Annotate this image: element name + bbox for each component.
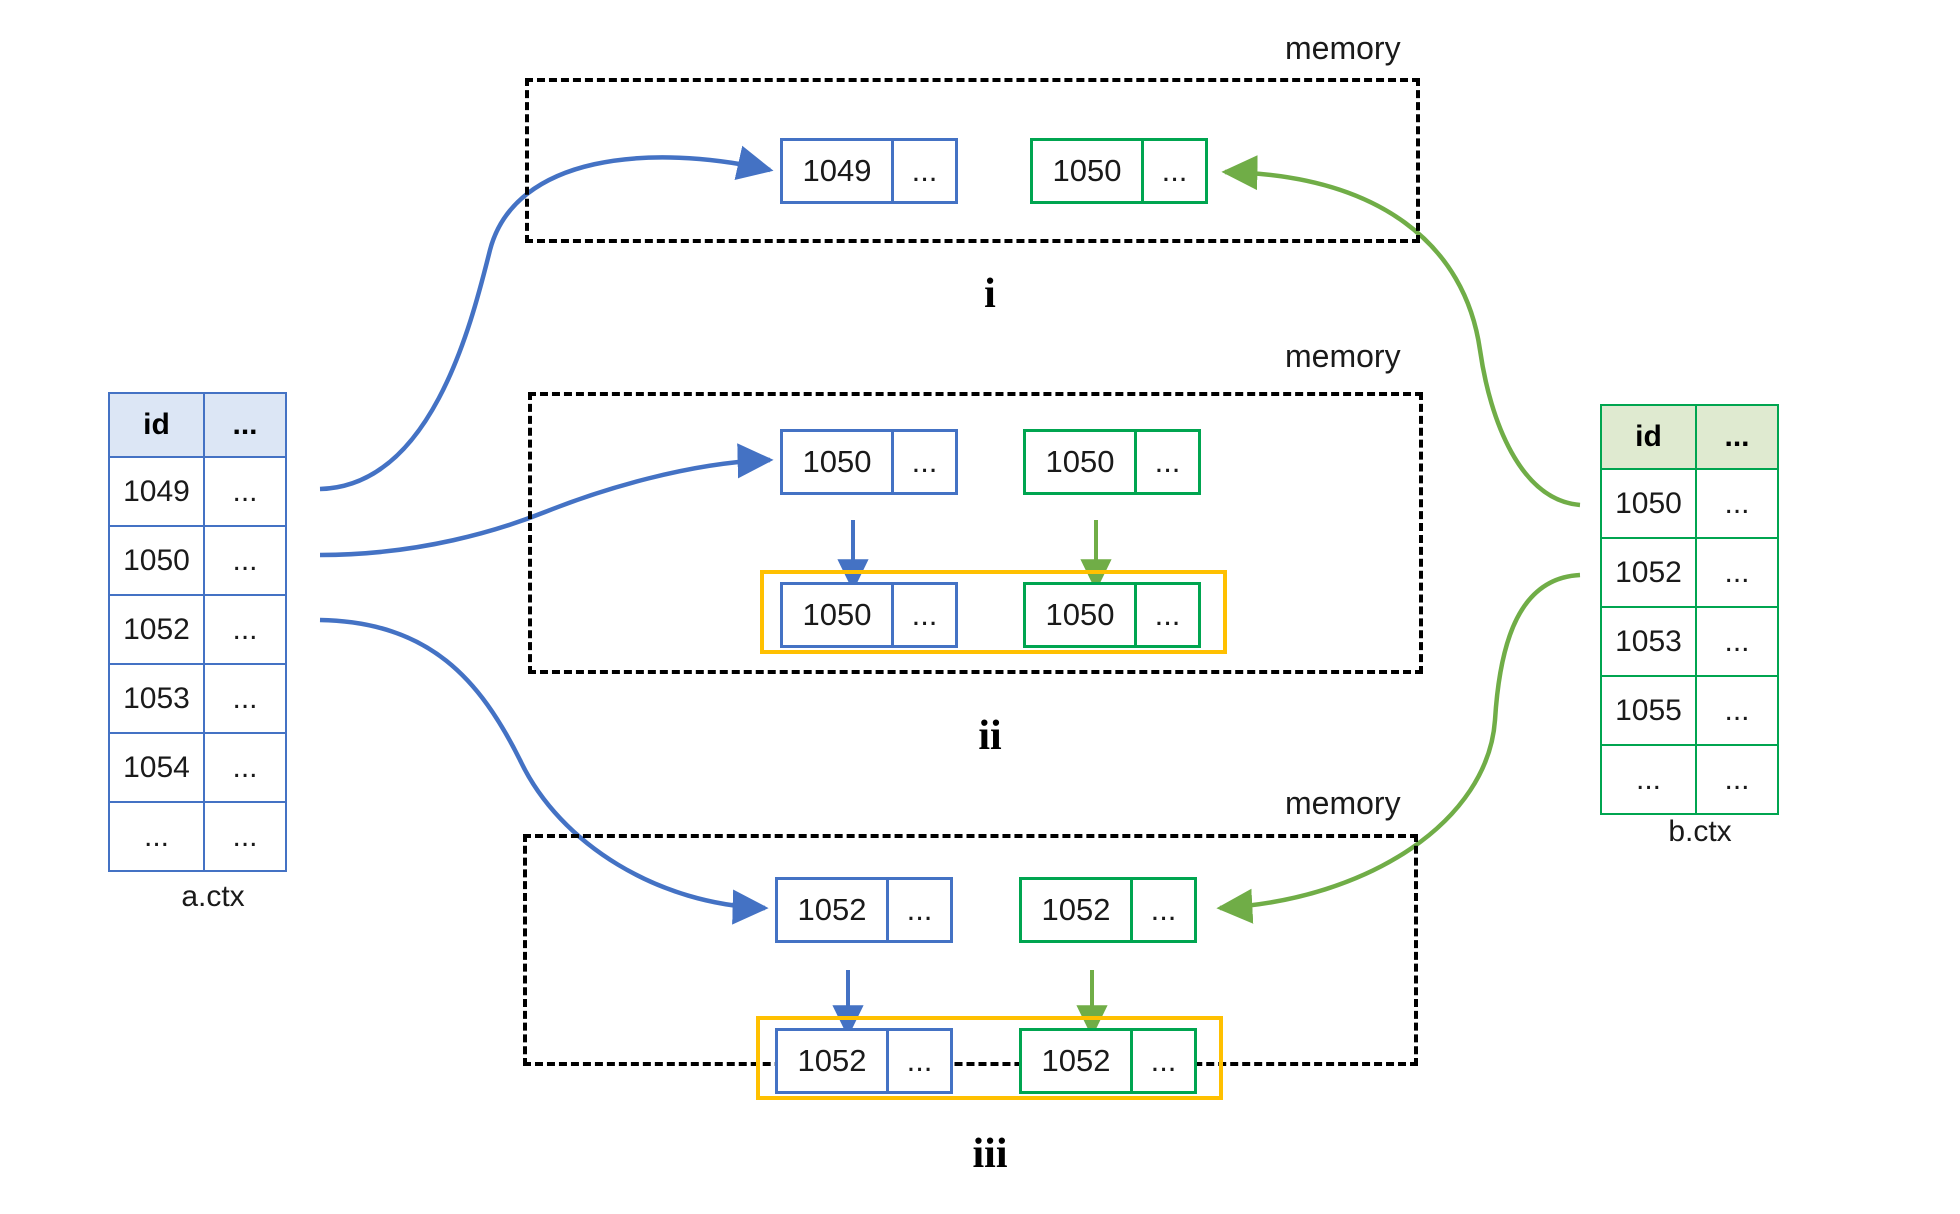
record-id: 1050 <box>1052 153 1122 188</box>
memory-panel-iii <box>523 834 1418 1066</box>
record-id: 1050 <box>1045 444 1115 479</box>
table-a-cell-dots: ... <box>203 663 287 734</box>
table-a-cell-id: ... <box>108 801 205 872</box>
table-row: 1052 ... <box>108 594 287 665</box>
table-a-header-row: id ... <box>108 392 287 458</box>
table-b-cell-id: 1052 <box>1600 537 1697 608</box>
table-b-cell-dots: ... <box>1695 606 1779 677</box>
record-panel-iii-blue-top[interactable]: 1052 ... <box>775 877 953 943</box>
table-b-header-row: id ... <box>1600 404 1779 470</box>
table-b-ctx: id ... 1050 ... 1052 ... 1053 ... 1055 .… <box>1600 404 1779 815</box>
table-b-cell-dots: ... <box>1695 537 1779 608</box>
record-dots: ... <box>1141 141 1205 201</box>
table-a-cell-id: 1049 <box>108 456 205 527</box>
record-panel-iii-green-grouped[interactable]: 1052 ... <box>1019 1028 1197 1094</box>
table-b-cell-id: 1053 <box>1600 606 1697 677</box>
panel-numeral-i: i <box>984 271 996 317</box>
table-row: 1053 ... <box>108 663 287 734</box>
table-row: ... ... <box>108 801 287 872</box>
record-dots: ... <box>886 1031 950 1091</box>
memory-label-panel-ii: memory <box>1285 338 1401 374</box>
record-id: 1052 <box>797 892 867 927</box>
record-id: 1052 <box>1041 1043 1111 1078</box>
table-a-header-id: id <box>108 392 205 458</box>
table-a-cell-dots: ... <box>203 732 287 803</box>
table-row: 1055 ... <box>1600 675 1779 746</box>
record-panel-ii-green-top[interactable]: 1050 ... <box>1023 429 1201 495</box>
record-panel-ii-blue-top[interactable]: 1050 ... <box>780 429 958 495</box>
record-id: 1050 <box>802 444 872 479</box>
table-a-cell-dots: ... <box>203 801 287 872</box>
table-a-cell-dots: ... <box>203 594 287 665</box>
record-panel-i-blue[interactable]: 1049 ... <box>780 138 958 204</box>
record-dots: ... <box>891 141 955 201</box>
memory-label-panel-i: memory <box>1285 30 1401 66</box>
table-row: 1050 ... <box>108 525 287 596</box>
table-a-cell-id: 1052 <box>108 594 205 665</box>
table-row: 1054 ... <box>108 732 287 803</box>
table-b-cell-dots: ... <box>1695 675 1779 746</box>
record-panel-iii-blue-grouped[interactable]: 1052 ... <box>775 1028 953 1094</box>
memory-label-panel-iii: memory <box>1285 785 1401 821</box>
panel-numeral-iii: iii <box>972 1131 1008 1177</box>
table-a-cell-id: 1050 <box>108 525 205 596</box>
record-id: 1049 <box>802 153 872 188</box>
group-box-panel-ii <box>760 570 1227 654</box>
record-panel-ii-blue-grouped[interactable]: 1050 ... <box>780 582 958 648</box>
record-panel-iii-green-top[interactable]: 1052 ... <box>1019 877 1197 943</box>
caption-b-ctx: b.ctx <box>1668 815 1732 848</box>
caption-a-ctx: a.ctx <box>181 880 245 913</box>
record-panel-i-green[interactable]: 1050 ... <box>1030 138 1208 204</box>
table-a-cell-dots: ... <box>203 525 287 596</box>
table-b-cell-dots: ... <box>1695 468 1779 539</box>
table-b-cell-id: ... <box>1600 744 1697 815</box>
record-dots: ... <box>1134 585 1198 645</box>
table-row: 1049 ... <box>108 456 287 527</box>
record-dots: ... <box>891 432 955 492</box>
record-id: 1052 <box>1041 892 1111 927</box>
panel-numeral-ii: ii <box>978 713 1002 759</box>
record-dots: ... <box>886 880 950 940</box>
table-b-cell-id: 1055 <box>1600 675 1697 746</box>
table-row: 1052 ... <box>1600 537 1779 608</box>
table-b-header-dots: ... <box>1695 404 1779 470</box>
record-dots: ... <box>891 585 955 645</box>
group-box-panel-iii <box>756 1016 1223 1100</box>
memory-panel-i <box>525 78 1420 243</box>
table-a-cell-id: 1054 <box>108 732 205 803</box>
memory-panel-ii <box>528 392 1423 674</box>
record-id: 1050 <box>1045 597 1115 632</box>
table-a-cell-dots: ... <box>203 456 287 527</box>
record-id: 1052 <box>797 1043 867 1078</box>
record-dots: ... <box>1134 432 1198 492</box>
record-panel-ii-green-grouped[interactable]: 1050 ... <box>1023 582 1201 648</box>
table-b-cell-id: 1050 <box>1600 468 1697 539</box>
table-row: ... ... <box>1600 744 1779 815</box>
record-dots: ... <box>1130 880 1194 940</box>
table-b-cell-dots: ... <box>1695 744 1779 815</box>
record-dots: ... <box>1130 1031 1194 1091</box>
table-row: 1053 ... <box>1600 606 1779 677</box>
table-a-header-dots: ... <box>203 392 287 458</box>
record-id: 1050 <box>802 597 872 632</box>
table-a-ctx: id ... 1049 ... 1050 ... 1052 ... 1053 .… <box>108 392 287 872</box>
table-row: 1050 ... <box>1600 468 1779 539</box>
table-b-header-id: id <box>1600 404 1697 470</box>
table-a-cell-id: 1053 <box>108 663 205 734</box>
